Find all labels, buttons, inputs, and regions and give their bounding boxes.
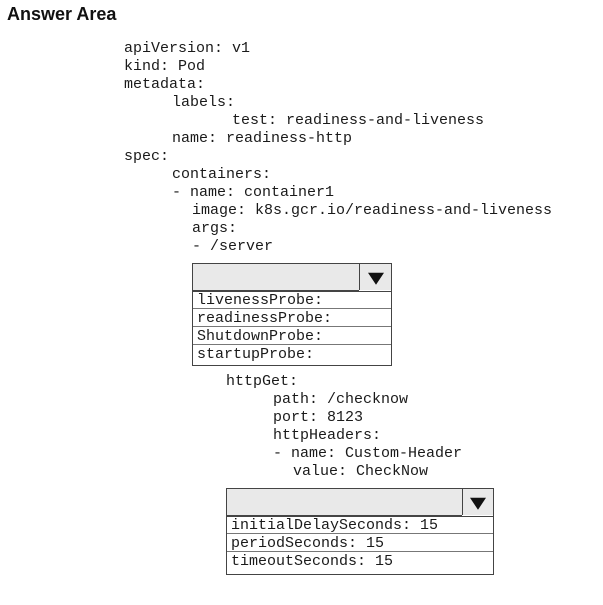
chevron-down-icon: [367, 272, 384, 285]
code-line: port: 8123: [273, 409, 364, 426]
code-line: httpGet:: [226, 373, 299, 390]
code-line: httpHeaders:: [273, 427, 382, 444]
code-line: image: k8s.gcr.io/readiness-and-liveness: [192, 202, 553, 219]
code-line: - name: Custom-Header: [273, 445, 463, 462]
timing-option-initial-delay[interactable]: initialDelaySeconds: 15: [227, 517, 493, 534]
code-line: kind: Pod: [124, 58, 206, 75]
probe-option-readiness[interactable]: readinessProbe:: [193, 310, 391, 327]
code-line: - name: container1: [172, 184, 335, 201]
timing-option-period[interactable]: periodSeconds: 15: [227, 535, 493, 552]
timing-dropdown[interactable]: [226, 488, 494, 517]
code-line: apiVersion: v1: [124, 40, 251, 57]
timing-option-timeout[interactable]: timeoutSeconds: 15: [231, 553, 394, 570]
code-line: value: CheckNow: [293, 463, 429, 480]
code-line: containers:: [172, 166, 272, 183]
timing-dropdown-field[interactable]: [227, 489, 462, 516]
answer-area-title: Answer Area: [7, 4, 117, 24]
timing-options-list: initialDelaySeconds: 15 periodSeconds: 1…: [226, 516, 494, 575]
code-line: test: readiness-and-liveness: [232, 112, 485, 129]
code-line: name: readiness-http: [172, 130, 353, 147]
timing-dropdown-toggle[interactable]: [462, 489, 493, 515]
code-line: - /server: [192, 238, 274, 255]
chevron-down-icon: [470, 497, 486, 510]
code-line: args:: [192, 220, 238, 237]
probe-type-dropdown-toggle[interactable]: [359, 264, 391, 290]
probe-type-dropdown-field[interactable]: [193, 264, 359, 291]
code-line: labels:: [172, 94, 236, 111]
probe-option-startup[interactable]: startupProbe:: [197, 346, 315, 363]
code-line: spec:: [124, 148, 170, 165]
probe-type-options-list: livenessProbe: readinessProbe: ShutdownP…: [192, 291, 392, 366]
probe-option-liveness[interactable]: livenessProbe:: [193, 292, 391, 309]
probe-option-shutdown[interactable]: ShutdownProbe:: [193, 328, 391, 345]
code-line: metadata:: [124, 76, 206, 93]
code-line: path: /checknow: [273, 391, 409, 408]
probe-type-dropdown[interactable]: [192, 263, 392, 292]
